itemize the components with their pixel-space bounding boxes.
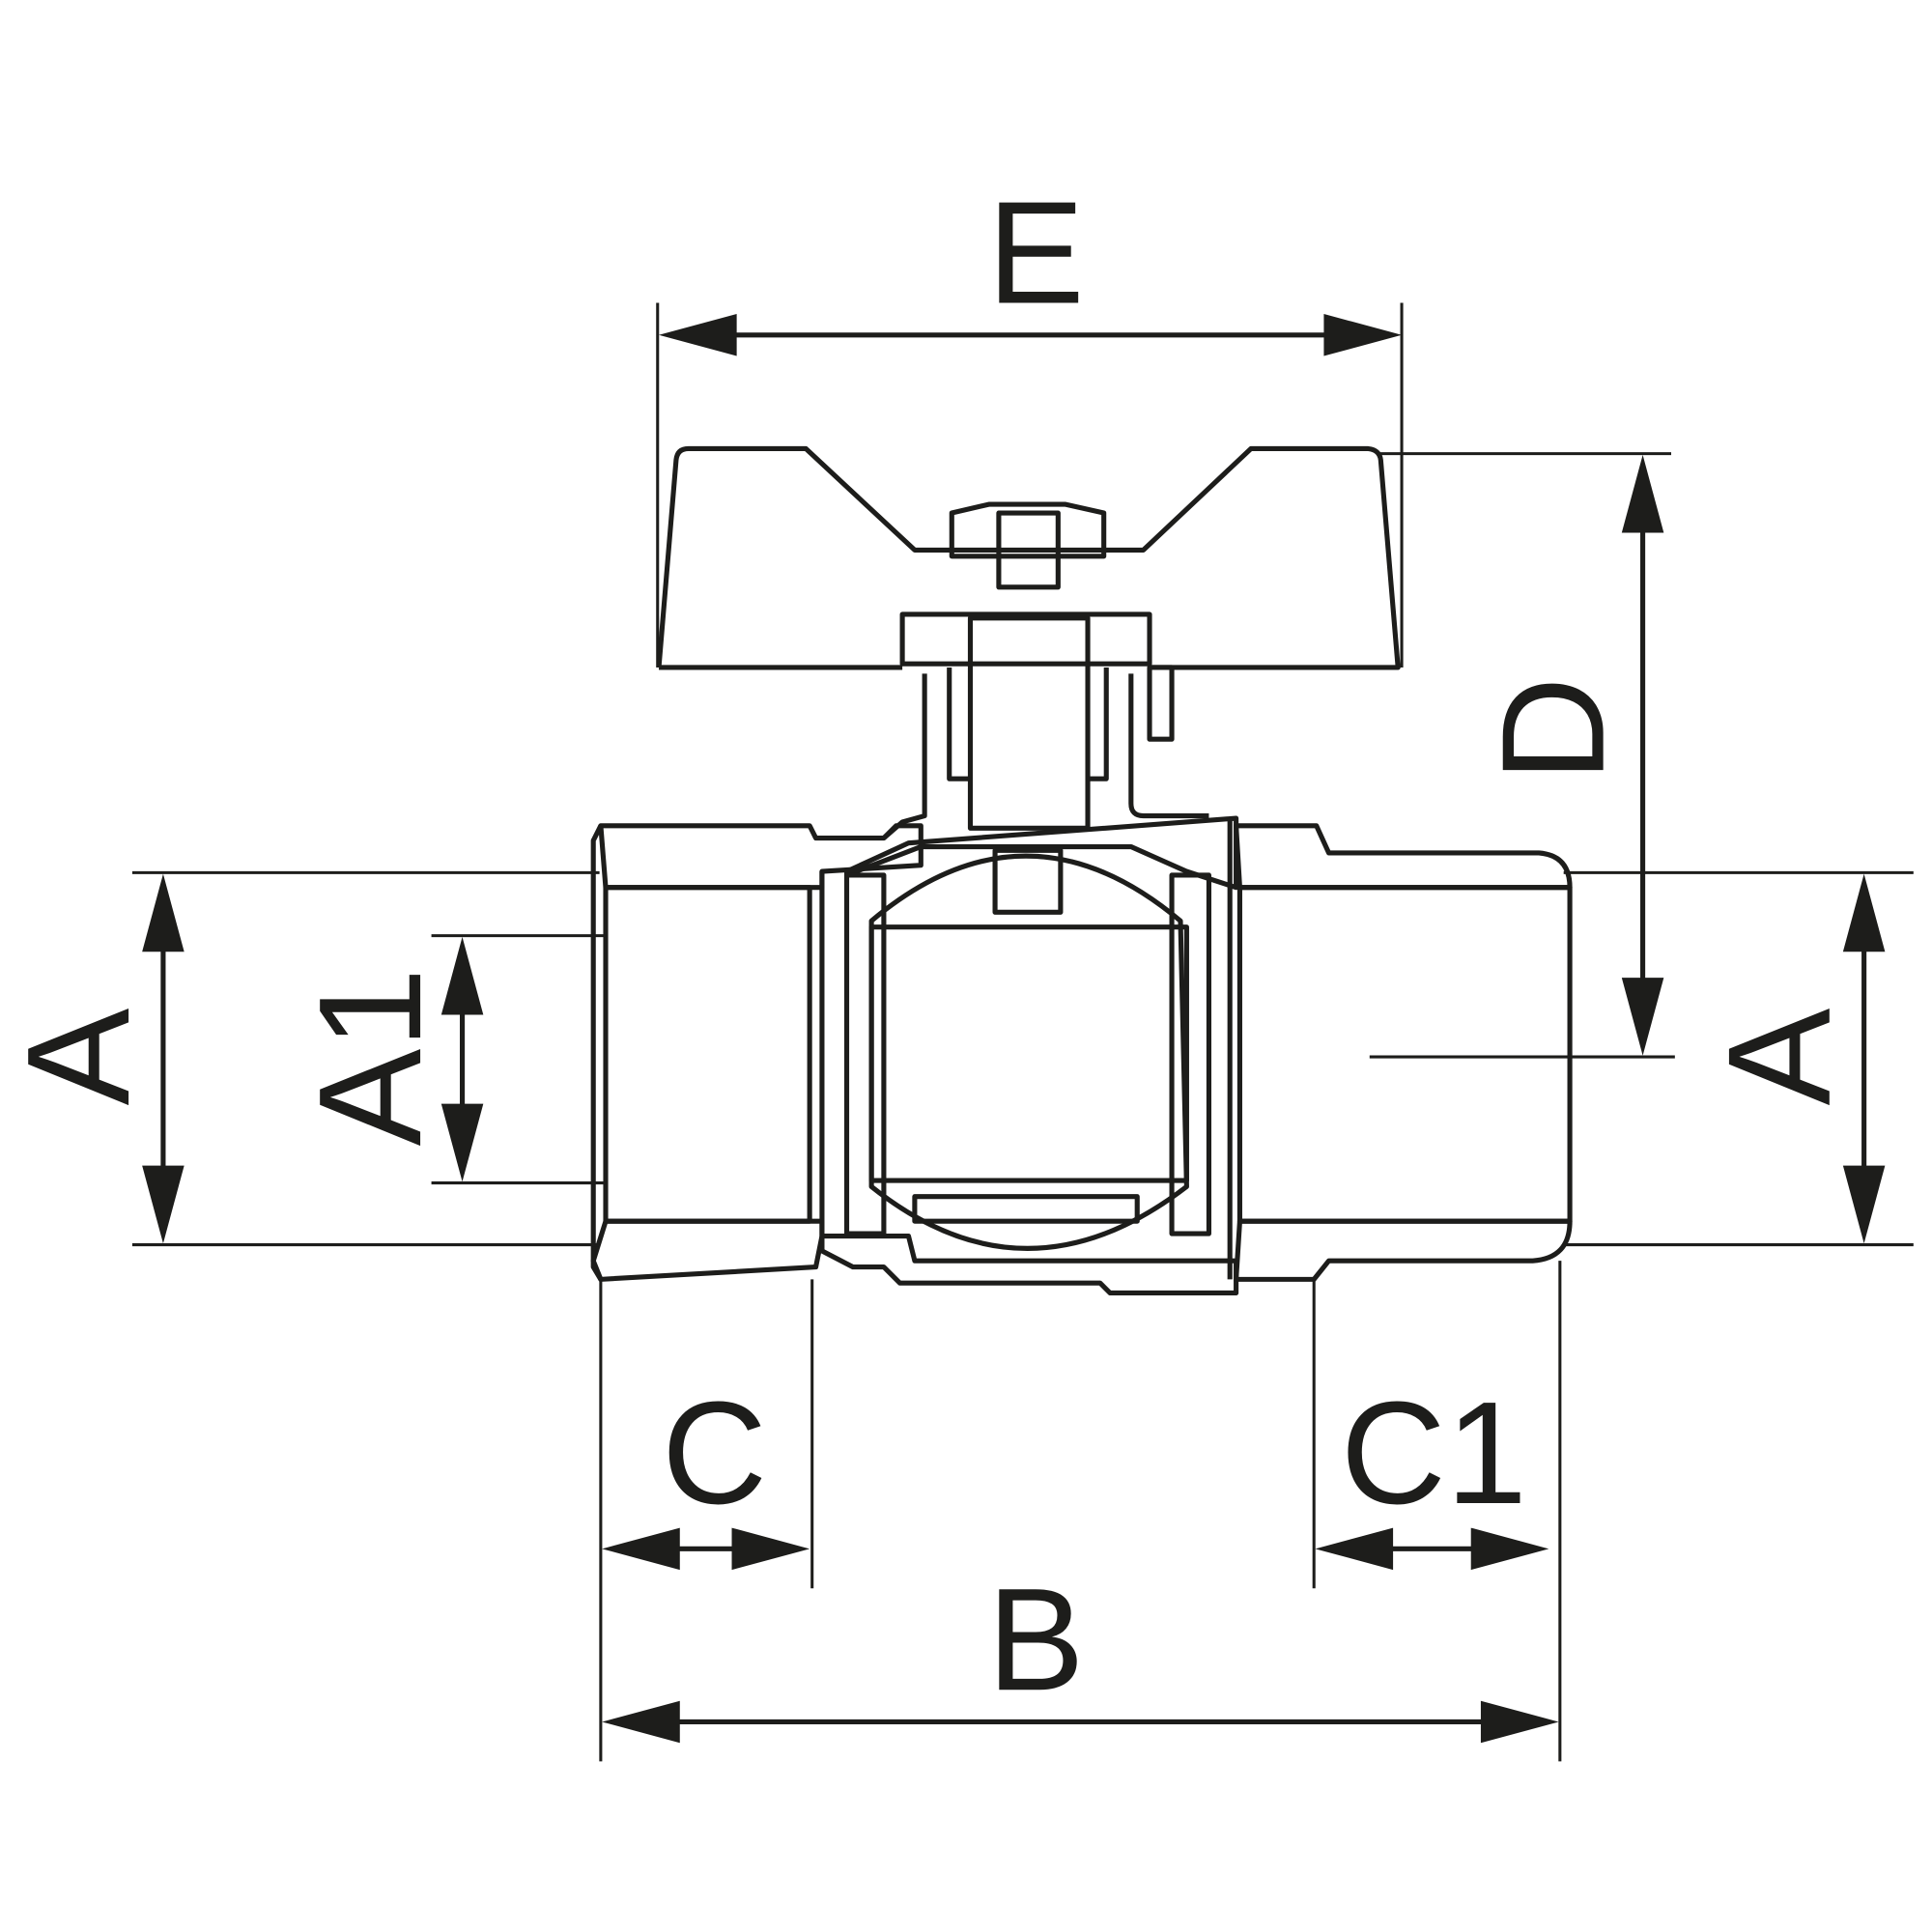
stem <box>967 615 1091 831</box>
dimension-E: E <box>656 170 1404 668</box>
stem-slot <box>992 847 1064 915</box>
right-bore <box>1236 885 1573 1224</box>
label-A-right: A <box>1697 1008 1861 1105</box>
packing-nut <box>899 611 1152 667</box>
dimension-D: D <box>1369 452 1675 1059</box>
ball-bore <box>868 924 1189 1183</box>
dimension-B: B <box>602 1557 1559 1744</box>
right-fitting-wall-bottom <box>1234 1218 1573 1282</box>
label-E: E <box>987 170 1085 333</box>
butterfly-handle <box>656 445 1401 670</box>
label-C1: C1 <box>1341 1371 1527 1534</box>
dimension-C1: C1 <box>1312 1261 1562 1762</box>
label-A-left: A <box>0 1008 159 1105</box>
dimension-C: C <box>599 1279 814 1762</box>
bottom-plate <box>912 1194 1140 1224</box>
dimension-A1: A1 <box>288 934 606 1185</box>
left-fitting-wall <box>598 823 923 891</box>
left-fitting-wall-bottom <box>590 1218 1239 1296</box>
ball <box>868 853 1189 1251</box>
stem-right-gland <box>1088 667 1209 819</box>
right-fitting-wall <box>1234 823 1573 891</box>
stem-top <box>949 501 1107 559</box>
label-B: B <box>987 1557 1085 1720</box>
stem-pin <box>1147 665 1175 742</box>
valve-body <box>590 501 1573 1296</box>
stem-left-gland <box>882 667 971 840</box>
dimension-A-left: A <box>0 870 600 1247</box>
center-body-top <box>843 815 1239 891</box>
seat-left <box>843 872 887 1236</box>
label-D: D <box>1471 676 1634 781</box>
left-bore <box>603 885 812 1224</box>
seat-right <box>1169 872 1211 1236</box>
label-A1: A1 <box>288 968 451 1147</box>
left-fitting-outline <box>590 824 604 1281</box>
dimension-A-right: A <box>1563 870 1914 1247</box>
label-C: C <box>662 1371 767 1534</box>
